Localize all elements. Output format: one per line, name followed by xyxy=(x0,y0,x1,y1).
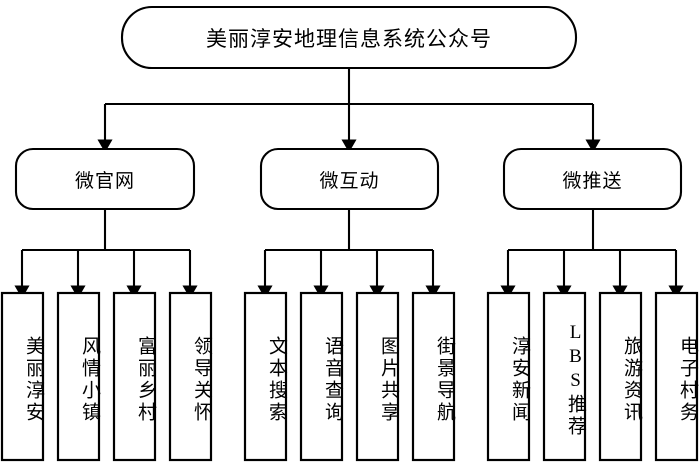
root-node-shape[interactable] xyxy=(120,5,578,70)
leaf-node-shape-1-4[interactable] xyxy=(168,291,213,462)
leaf-node-shape-3-4[interactable] xyxy=(654,291,699,462)
leaf-node-shapes xyxy=(0,291,699,462)
connector-root-to-branches xyxy=(97,68,601,153)
branch-node-shape-1[interactable] xyxy=(14,147,196,211)
branch-node-shape-3[interactable] xyxy=(502,147,683,211)
leaf-node-shape-2-2[interactable] xyxy=(299,291,344,462)
connector-branch-2-to-leaves xyxy=(257,209,441,299)
leaf-node-shape-3-2[interactable] xyxy=(542,291,587,462)
branch-node-shape-2[interactable] xyxy=(259,147,440,211)
leaf-node-shape-1-2[interactable] xyxy=(56,291,101,462)
leaf-node-shape-3-1[interactable] xyxy=(486,291,531,462)
leaf-node-shape-2-4[interactable] xyxy=(411,291,456,462)
connector-branch-1-to-leaves xyxy=(14,209,198,299)
leaf-node-shape-2-3[interactable] xyxy=(355,291,400,462)
leaf-node-shape-1-1[interactable] xyxy=(0,291,45,462)
leaf-node-shape-2-1[interactable] xyxy=(243,291,288,462)
leaf-node-shape-1-3[interactable] xyxy=(112,291,157,462)
leaf-node-shape-3-3[interactable] xyxy=(598,291,643,462)
connector-branch-3-to-leaves xyxy=(500,209,684,299)
